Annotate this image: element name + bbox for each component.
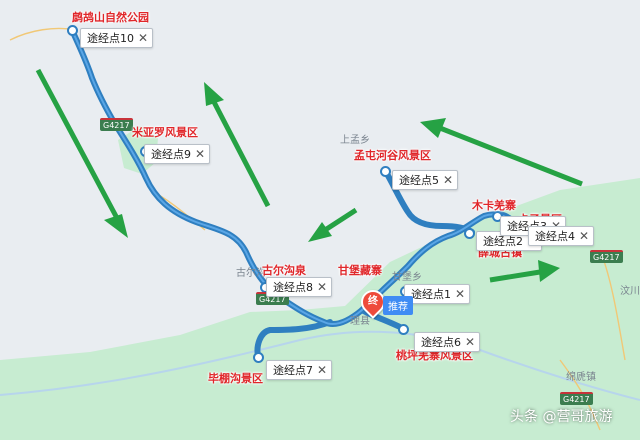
waypoint-label: 途经点1 (411, 288, 451, 301)
waypoint-label: 途经点4 (535, 230, 575, 243)
waypoint-dot[interactable] (380, 166, 391, 177)
poi-label[interactable]: 古尔沟泉 (262, 264, 306, 277)
waypoint-tag-7[interactable]: 途经点7 ✕ (266, 360, 333, 380)
end-marker-label: 终 (368, 296, 378, 307)
waypoint-label: 途经点9 (151, 148, 191, 161)
waypoint-tag-6[interactable]: 途经点6 ✕ (414, 332, 481, 352)
close-icon[interactable]: ✕ (455, 287, 466, 301)
poi-label[interactable]: 鹧鸪山自然公园 (72, 11, 149, 24)
road-shield: G4217 (590, 250, 623, 263)
close-icon[interactable]: ✕ (579, 229, 590, 243)
waypoint-tag-10[interactable]: 途经点10 ✕ (80, 28, 154, 48)
town-label: 汶川 (620, 286, 640, 297)
waypoint-dot[interactable] (398, 324, 409, 335)
direction-arrows (35, 68, 583, 283)
watermark: 头条 @营哥旅游 (510, 409, 613, 425)
town-label: 甘堡乡 (392, 272, 422, 283)
close-icon[interactable]: ✕ (465, 335, 476, 349)
waypoint-label: 途经点8 (273, 281, 313, 294)
waypoint-label: 途经点7 (273, 364, 313, 377)
town-label: 理县 (350, 316, 370, 327)
close-icon[interactable]: ✕ (443, 173, 454, 187)
town-label: 绵虒镇 (566, 372, 596, 383)
poi-label[interactable]: 米亚罗风景区 (132, 126, 198, 139)
river (0, 330, 640, 401)
town-label: 古尔沟 (236, 268, 266, 279)
close-icon[interactable]: ✕ (317, 363, 328, 377)
road-shield: G4217 (560, 392, 593, 405)
waypoint-label: 途经点2 (483, 235, 523, 248)
close-icon[interactable]: ✕ (138, 31, 149, 45)
close-icon[interactable]: ✕ (317, 280, 328, 294)
poi-label[interactable]: 桃坪羌寨风景区 (396, 349, 473, 362)
waypoint-dot[interactable] (67, 25, 78, 36)
road-shield: G4217 (100, 118, 133, 131)
waypoint-label: 途经点5 (399, 174, 439, 187)
waypoint-dot[interactable] (464, 228, 475, 239)
town-label: 上孟乡 (340, 135, 370, 146)
close-icon[interactable]: ✕ (195, 147, 206, 161)
minor-road (559, 359, 601, 431)
waypoint-tag-8[interactable]: 途经点8 ✕ (266, 277, 333, 297)
recommend-badge[interactable]: 推荐 (383, 296, 413, 315)
waypoint-dot[interactable] (253, 352, 264, 363)
poi-label[interactable]: 甘堡藏寨 (338, 264, 382, 277)
waypoint-tag-9[interactable]: 途经点9 ✕ (144, 144, 211, 164)
poi-label[interactable]: 木卡羌寨 (472, 199, 516, 212)
waypoint-tag-5[interactable]: 途经点5 ✕ (392, 170, 459, 190)
poi-label[interactable]: 毕棚沟景区 (208, 372, 263, 385)
waypoint-tag-1[interactable]: 途经点1 ✕ (404, 284, 471, 304)
waypoint-label: 途经点10 (87, 32, 134, 45)
poi-label[interactable]: 孟屯河谷风景区 (354, 149, 431, 162)
waypoint-label: 途经点6 (421, 336, 461, 349)
waypoint-tag-4[interactable]: 途经点4 ✕ (528, 226, 595, 246)
